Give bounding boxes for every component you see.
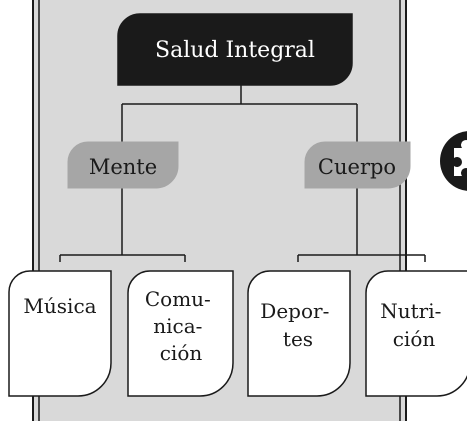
- leaf-label-comunicacion-line-3: ción: [160, 341, 203, 365]
- branch-node-mente: [67, 141, 179, 189]
- leaf-node-musica: [8, 270, 112, 397]
- leaf-label-comunicacion-line-2: nica-: [153, 314, 202, 338]
- leaf-label-comunicacion: Comu- nica- ción: [145, 287, 217, 365]
- leaf-label-comunicacion-line-1: Comu-: [145, 287, 211, 311]
- leaf-label-deportes-line-1: Depor-: [260, 299, 329, 323]
- branch-label-mente: Mente: [89, 155, 157, 179]
- leaf-node-deportes: [247, 270, 351, 397]
- branch-label-cuerpo: Cuerpo: [318, 155, 396, 179]
- leaf-label-musica-line-1: Música: [23, 294, 96, 318]
- root-label: Salud Integral: [155, 38, 315, 63]
- leaf-label-nutricion-line-1: Nutri-: [380, 299, 441, 323]
- leaf-label-nutricion: Nutri- ción: [380, 299, 448, 351]
- puzzle-icon: [440, 131, 467, 191]
- leaf-label-deportes: Depor- tes: [260, 299, 335, 351]
- leaf-node-comunicacion: [127, 270, 234, 397]
- leaf-label-deportes-line-2: tes: [283, 327, 313, 351]
- branch-node-cuerpo: [304, 141, 411, 189]
- connector-lines: [59, 85, 426, 262]
- leaf-node-nutricion: [365, 270, 467, 397]
- leaf-label-nutricion-line-2: ción: [393, 327, 436, 351]
- leaf-label-musica: Música: [23, 294, 96, 318]
- root-node: [117, 13, 353, 86]
